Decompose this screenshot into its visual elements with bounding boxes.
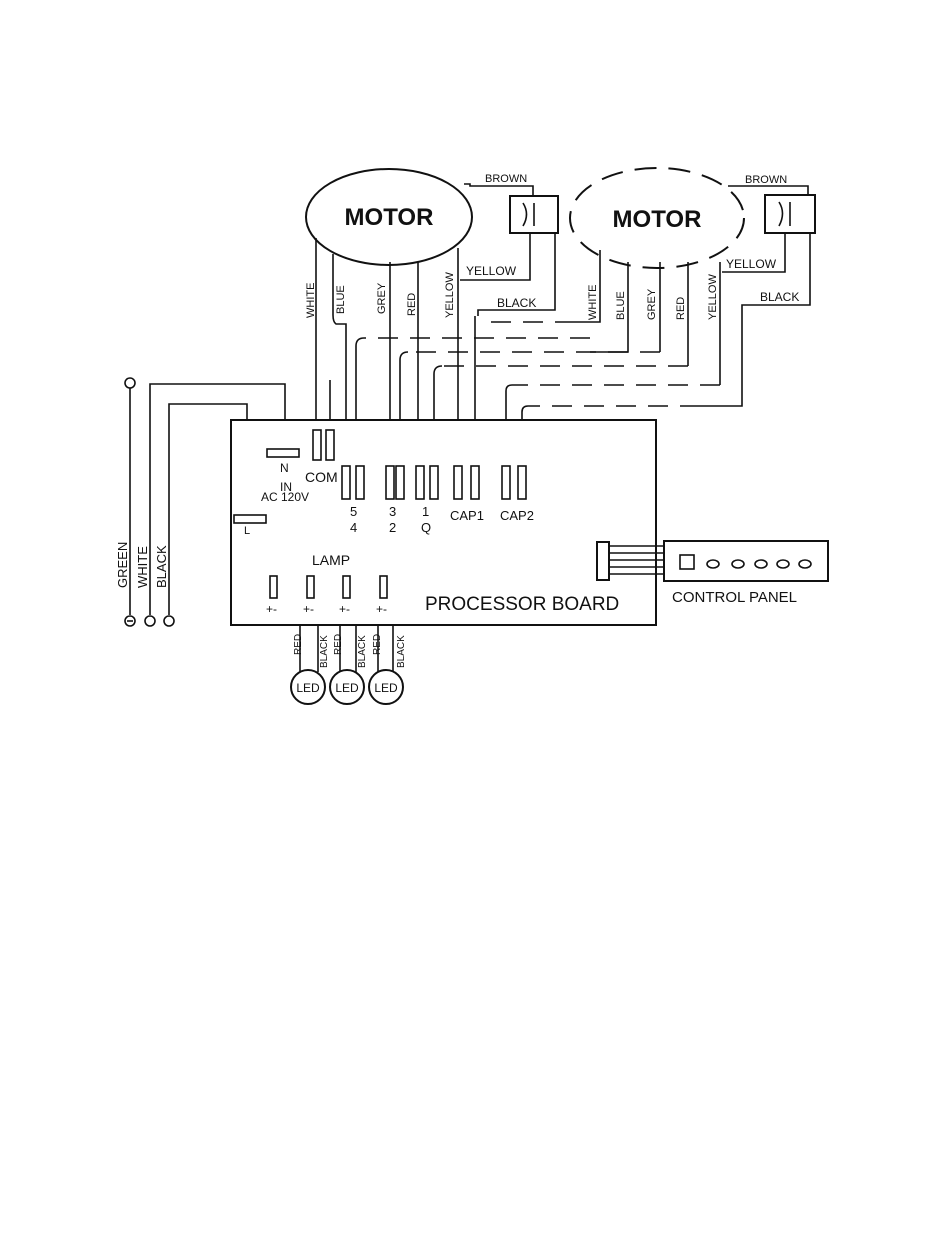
label-black-left: BLACK (497, 296, 536, 310)
lamp-terminal-4 (380, 576, 387, 598)
label-white-left: WHITE (305, 283, 317, 318)
label-brown-right: BROWN (745, 174, 787, 186)
led-3-red: RED (372, 634, 383, 655)
label-black-right: BLACK (760, 290, 799, 304)
terminal-l (234, 515, 266, 523)
label-blue-left: BLUE (335, 285, 347, 314)
terminal-cap1-b (471, 466, 479, 499)
terminal-cap1-label: CAP1 (450, 508, 484, 523)
terminal-cap2-b (518, 466, 526, 499)
led-1-label: LED (296, 681, 320, 695)
label-yellow-left-v: YELLOW (444, 272, 456, 318)
label-white-right: WHITE (587, 285, 599, 320)
motor-right-label: MOTOR (613, 206, 702, 233)
label-green: GREEN (115, 542, 130, 588)
terminal-4-label: 4 (350, 520, 357, 535)
terminal-ac-label: AC 120V (261, 490, 309, 504)
label-yellow-left: YELLOW (466, 264, 517, 278)
terminal-cap2-label: CAP2 (500, 508, 534, 523)
lamp-terminal-2 (307, 576, 314, 598)
label-brown-left: BROWN (485, 173, 527, 185)
lamp-polarity-4: +- (376, 602, 387, 616)
terminal-n (267, 449, 299, 457)
lamp-label: LAMP (312, 552, 350, 568)
terminal-4 (356, 466, 364, 499)
led-2-label: LED (335, 681, 359, 695)
terminal-cap2-a (502, 466, 510, 499)
terminal-cap1-a (454, 466, 462, 499)
terminal-3-label: 3 (389, 504, 396, 519)
terminal-q (430, 466, 438, 499)
terminal-1-label: 1 (422, 504, 429, 519)
terminal-com-a (313, 430, 321, 460)
control-panel-label: CONTROL PANEL (672, 589, 797, 606)
label-red-right: RED (675, 297, 687, 320)
led-1-black: BLACK (319, 635, 330, 668)
terminal-l-label: L (244, 525, 250, 537)
label-black-mains: BLACK (154, 545, 169, 588)
terminal-2 (396, 466, 404, 499)
label-blue-right: BLUE (615, 291, 627, 320)
lamp-polarity-1: +- (266, 602, 277, 616)
processor-board-label: PROCESSOR BOARD (425, 594, 619, 615)
label-grey-left: GREY (376, 282, 388, 314)
lamp-terminal-1 (270, 576, 277, 598)
terminal-2-label: 2 (389, 520, 396, 535)
led-3-label: LED (374, 681, 398, 695)
terminal-q-label: Q (421, 520, 431, 535)
led-2-red: RED (333, 634, 344, 655)
terminal-5 (342, 466, 350, 499)
label-yellow-right: YELLOW (726, 257, 777, 271)
terminal-com-b (326, 430, 334, 460)
lamp-polarity-3: +- (339, 602, 350, 616)
label-yellow-right-v: YELLOW (707, 274, 719, 320)
terminal-3 (386, 466, 394, 499)
lamp-terminal-3 (343, 576, 350, 598)
label-grey-right: GREY (646, 288, 658, 320)
motor-left-label: MOTOR (345, 204, 434, 231)
lamp-polarity-2: +- (303, 602, 314, 616)
led-3-black: BLACK (396, 635, 407, 668)
led-1-red: RED (293, 634, 304, 655)
terminal-n-label: N (280, 461, 289, 475)
terminal-5-label: 5 (350, 504, 357, 519)
led-2-black: BLACK (357, 635, 368, 668)
terminal-com-label: COM (305, 469, 338, 485)
label-white-mains: WHITE (135, 546, 150, 588)
label-red-left: RED (406, 293, 418, 316)
terminal-1 (416, 466, 424, 499)
